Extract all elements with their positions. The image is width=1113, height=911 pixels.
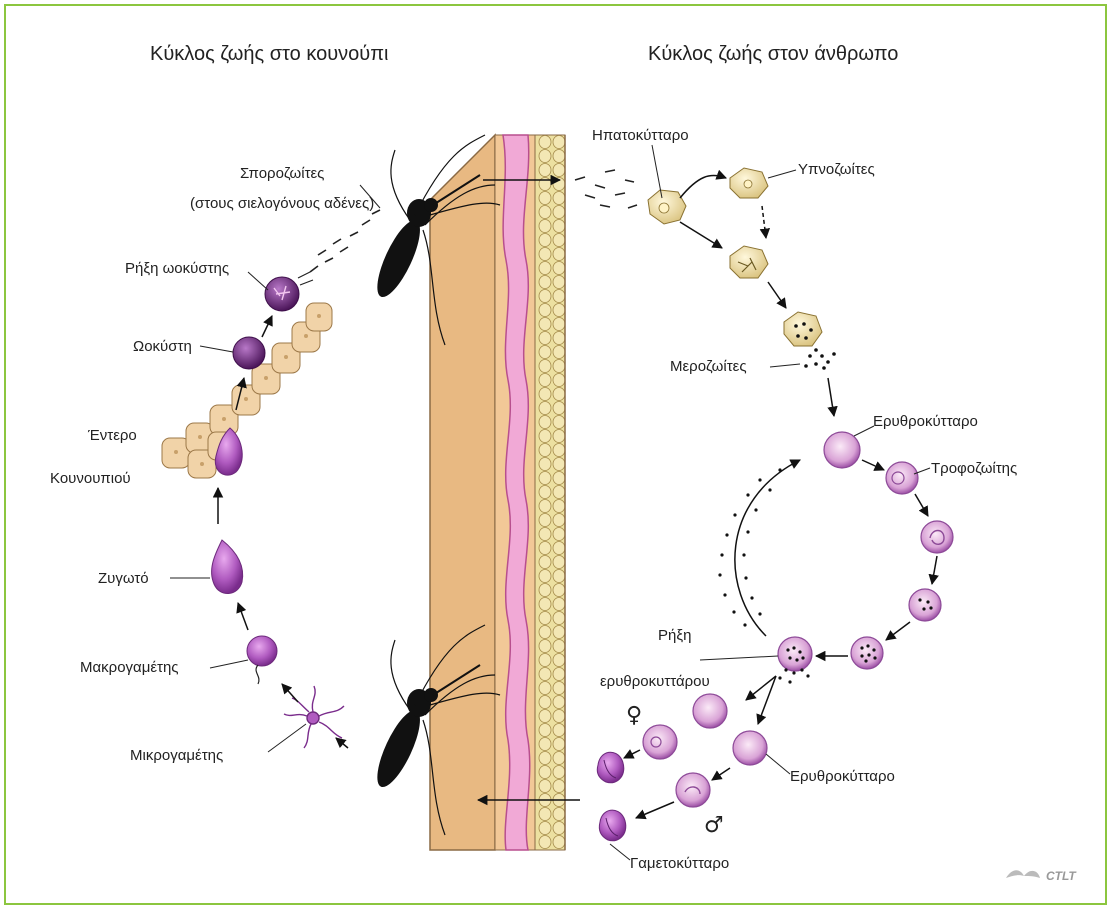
macrogamete-label: Μακρογαμέτης	[80, 659, 179, 676]
hypnozoite-icon	[730, 168, 768, 198]
macrogamete-icon	[247, 636, 277, 684]
released-merozoites	[718, 468, 781, 626]
liver-schizont-icon	[730, 246, 768, 278]
hypnozoites-label: Υπνοζωίτες	[798, 161, 875, 178]
zygote-icon	[212, 540, 243, 594]
oocyst-rupture-label: Ρήξη ωοκύστης	[125, 260, 229, 277]
gametocyte-label: Γαμετοκύτταρο	[630, 855, 729, 872]
oocyst-rupture-icon	[265, 272, 313, 311]
oocyst-icon	[233, 337, 265, 369]
rupture-label-line2: ερυθροκυττάρου	[600, 673, 710, 690]
gut-label-line2: Κουνουπιού	[50, 470, 131, 487]
human-cycle-title: Κύκλος ζωής στον άνθρωπο	[648, 43, 898, 65]
gut-label-line1: Έντερο	[87, 427, 137, 444]
mosquito-cycle-title: Κύκλος ζωής στο κουνούπι	[150, 43, 388, 65]
svg-text:CTLT: CTLT	[1046, 869, 1077, 883]
trophozoite-label: Τροφοζωίτης	[931, 460, 1017, 477]
female-symbol: ♀	[626, 703, 642, 728]
hepatocyte-label: Ηπατοκύτταρο	[592, 127, 689, 144]
sporozoites-location-label: (στους σιελογόνους αδένες)	[190, 195, 374, 212]
skin-cross-section	[430, 135, 565, 850]
gametocyte-stage-icons	[597, 694, 767, 841]
hepatocyte-icon	[648, 190, 686, 224]
merozoite-release-icon	[784, 312, 836, 370]
oocyst-label: Ωοκύστη	[133, 338, 192, 355]
male-symbol: ♂	[704, 813, 724, 838]
erythrocyte-bottom-label: Ερυθροκύτταρο	[790, 768, 895, 785]
zygote-label: Ζυγωτό	[98, 570, 149, 587]
merozoites-label: Μεροζωίτες	[670, 358, 747, 375]
erythrocyte-top-label: Ερυθροκύτταρο	[873, 413, 978, 430]
ctlt-logo: CTLT	[1006, 869, 1077, 883]
sporozoites-label: Σποροζωίτες	[240, 165, 324, 182]
microgamete-label: Μικρογαμέτης	[130, 747, 223, 764]
mosquito-gut-cells	[162, 303, 332, 478]
rupture-label-line1: Ρήξη	[658, 627, 691, 644]
